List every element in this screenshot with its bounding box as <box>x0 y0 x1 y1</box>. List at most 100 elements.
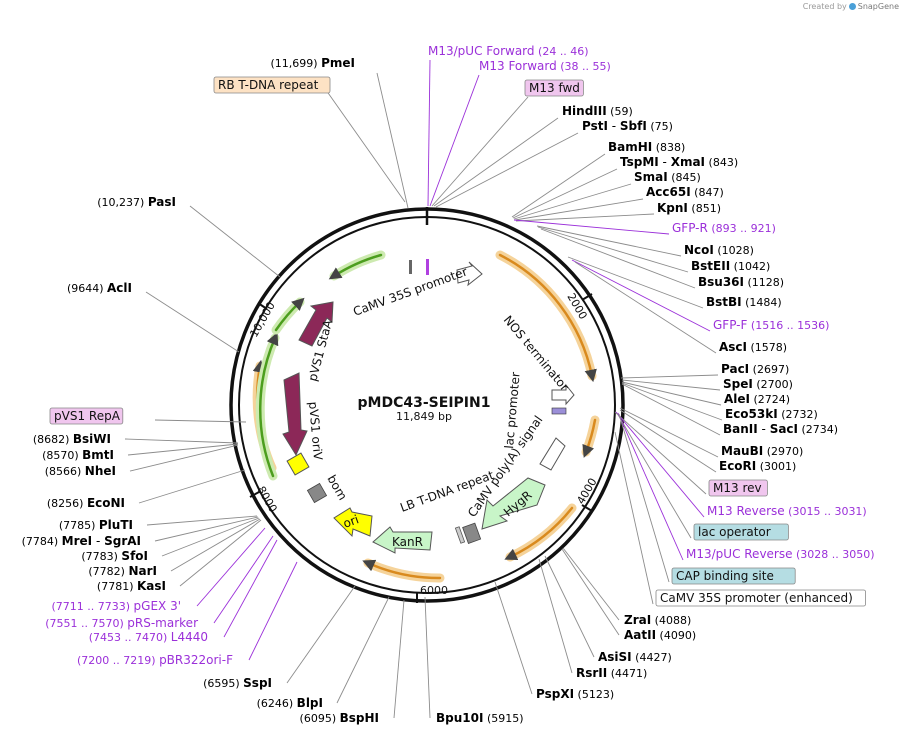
site-label: (6246) BlpI <box>257 696 323 710</box>
site-label: (8256) EcoNI <box>47 496 125 510</box>
site-text: Eco53kI (2732) <box>725 407 818 421</box>
tick-label-8000: 8000 <box>254 484 279 515</box>
leader-line <box>196 527 266 607</box>
site-label: M13 Forward (38 .. 55) <box>479 59 611 73</box>
site-text: (7711 .. 7733) pGEX 3' <box>51 599 181 613</box>
site-label: M13/pUC Forward (24 .. 46) <box>428 44 589 58</box>
inner-features <box>282 261 575 554</box>
leader-line <box>619 409 717 473</box>
label-pvs1-oriv: pVS1 oriV <box>306 401 325 461</box>
site-label: M13 fwd <box>524 79 584 97</box>
leader-line <box>621 382 723 421</box>
site-label: (6595) SspI <box>203 676 272 690</box>
leader-line <box>538 558 573 674</box>
site-text: NcoI (1028) <box>684 243 754 257</box>
site-text: BamHI (838) <box>608 140 685 154</box>
site-label: RsrII (4471) <box>576 666 647 680</box>
site-label: (7200 .. 7219) pBR322ori-F <box>77 653 233 667</box>
site-text: (8256) EcoNI <box>47 496 125 510</box>
plasmid-size: 11,849 bp <box>396 410 452 423</box>
leader-line <box>376 72 409 209</box>
site-label: (7785) PluTI <box>59 518 133 532</box>
site-text: TspMI - XmaI (843) <box>620 155 738 169</box>
leader-line <box>620 374 719 379</box>
site-text: SmaI (845) <box>634 170 701 184</box>
site-text: M13/pUC Reverse (3028 .. 3050) <box>686 547 875 561</box>
site-label: AleI (2724) <box>724 392 790 406</box>
site-text: KpnI (851) <box>657 201 721 215</box>
leader-line <box>286 585 356 684</box>
leader-line <box>536 225 682 257</box>
pvs1-oriv-box <box>286 452 310 476</box>
leader-line <box>124 438 239 444</box>
leader-line <box>161 517 260 557</box>
leader-line <box>431 96 529 207</box>
camv35s-promoter-arrow <box>456 261 483 287</box>
label-lac-promoter: lac promoter <box>502 371 523 449</box>
site-label: CAP binding site <box>671 567 796 585</box>
leader-line <box>616 412 692 539</box>
site-label: CaMV 35S promoter (enhanced) <box>655 589 867 607</box>
site-text: (7781) KasI <box>97 579 166 593</box>
site-label: pVS1 RepA <box>49 407 124 425</box>
site-label: lac operator <box>693 523 789 541</box>
site-text: Bpu10I (5915) <box>436 711 524 725</box>
site-label: BanII - SacI (2734) <box>723 422 838 436</box>
site-label: (11,699) PmeI <box>271 56 355 70</box>
site-text: M13 Reverse (3015 .. 3031) <box>707 504 867 518</box>
site-text: GFP-F (1516 .. 1536) <box>713 318 829 332</box>
leader-line <box>248 561 298 661</box>
leader-line <box>336 596 390 704</box>
site-label: BstBI (1484) <box>706 295 782 309</box>
pvs1-repa-arrow <box>282 372 308 457</box>
feature-box <box>708 479 768 497</box>
leader-line <box>619 407 719 458</box>
site-text: MauBI (2970) <box>721 444 803 458</box>
leader-line <box>494 581 533 695</box>
site-label: BamHI (838) <box>608 140 685 154</box>
site-text: (7783) SfoI <box>81 549 148 563</box>
site-text: BstBI (1484) <box>706 295 782 309</box>
leader-line <box>129 444 239 472</box>
leader-line <box>614 431 654 605</box>
leader-line <box>433 117 559 207</box>
leader-line <box>179 519 262 587</box>
leader-line <box>146 515 258 526</box>
site-label: AsiSI (4427) <box>598 650 672 664</box>
site-label: BstEII (1042) <box>691 259 770 273</box>
site-text: EcoRI (3001) <box>719 459 796 473</box>
leader-line <box>513 183 632 220</box>
site-label: PstI - SbfI (75) <box>582 119 673 133</box>
bom-box <box>306 482 328 504</box>
site-text: (8682) BsiWI <box>33 432 111 446</box>
site-text: (7200 .. 7219) pBR322ori-F <box>77 653 233 667</box>
leader-line <box>515 213 655 222</box>
leader-line <box>512 168 618 219</box>
leader-line <box>561 548 620 636</box>
site-text: Bsu36I (1128) <box>698 275 784 289</box>
site-text: ZraI (4088) <box>624 613 691 627</box>
hygr-arrow <box>481 477 546 530</box>
site-label: M13/pUC Reverse (3028 .. 3050) <box>686 547 875 561</box>
site-text: M13/pUC Forward (24 .. 46) <box>428 44 589 58</box>
site-label: AscI (1578) <box>719 340 787 354</box>
leader-line <box>127 443 239 456</box>
leader-line <box>614 411 707 495</box>
leader-line <box>223 539 278 638</box>
site-label: (8566) NheI <box>45 464 116 478</box>
leader-line <box>435 132 579 208</box>
site-text: (10,237) PasI <box>97 195 176 209</box>
site-text: (6595) SspI <box>203 676 272 690</box>
feature-box <box>213 76 331 94</box>
site-label: SpeI (2700) <box>723 377 793 391</box>
site-label: GFP-F (1516 .. 1536) <box>713 318 829 332</box>
leader-line <box>574 261 717 354</box>
feature-box <box>671 567 796 585</box>
site-text: AleI (2724) <box>724 392 790 406</box>
site-label: Acc65I (847) <box>646 185 724 199</box>
feature-box-label: RB T-DNA repeat <box>218 78 319 92</box>
site-label: PacI (2697) <box>721 362 789 376</box>
